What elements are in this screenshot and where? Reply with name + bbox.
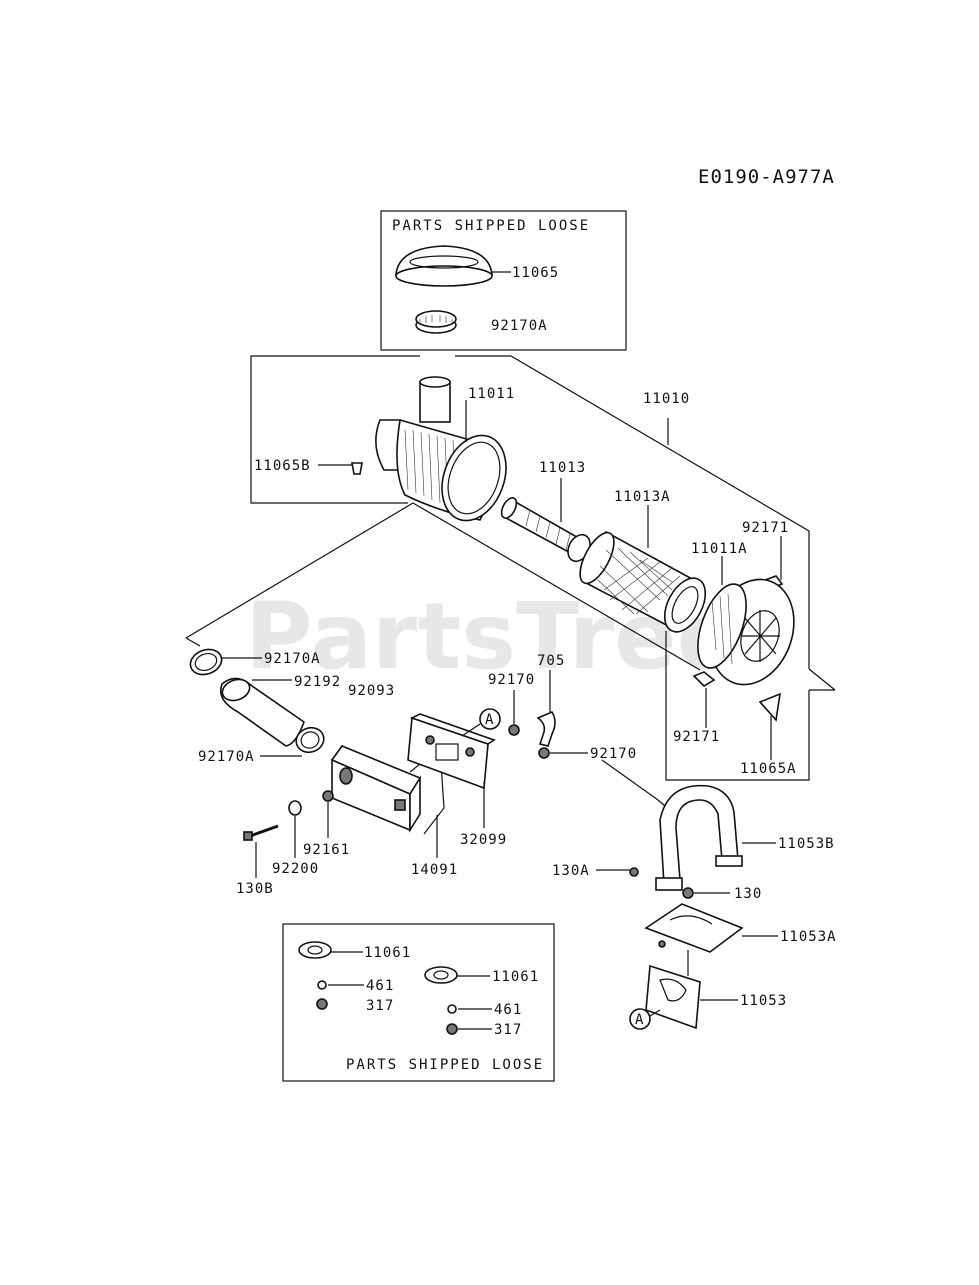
part-11053-gasket-plate[interactable] — [645, 950, 701, 1030]
label-11011A[interactable]: 11011A — [691, 541, 748, 557]
part-92200-washer[interactable] — [288, 800, 302, 816]
part-92170A-clamp-top[interactable] — [415, 310, 457, 334]
label-11013A[interactable]: 11013A — [614, 489, 671, 505]
callout-a-top: A — [485, 712, 494, 728]
label-461-a[interactable]: 461 — [366, 978, 394, 994]
bottom-loose-parts-box: PARTS SHIPPED LOOSE 11061 461 317 11061 … — [282, 923, 555, 1082]
part-705-elbow[interactable] — [536, 710, 556, 747]
part-11013-inner-element[interactable] — [499, 495, 595, 565]
label-130A[interactable]: 130A — [552, 863, 590, 879]
label-11053B[interactable]: 11053B — [778, 836, 835, 852]
part-11013A-outer-element[interactable] — [573, 528, 713, 639]
top-loose-box-title: PARTS SHIPPED LOOSE — [392, 218, 590, 234]
part-11053B-band[interactable] — [655, 784, 743, 891]
label-130[interactable]: 130 — [734, 886, 762, 902]
label-92192[interactable]: 92192 — [294, 674, 341, 690]
label-11053A[interactable]: 11053A — [780, 929, 837, 945]
label-92161[interactable]: 92161 — [303, 842, 350, 858]
callout-a-bottom-circle — [629, 1008, 651, 1030]
bottom-loose-box-title: PARTS SHIPPED LOOSE — [346, 1057, 544, 1073]
label-32099[interactable]: 32099 — [460, 832, 507, 848]
label-92171-bottom[interactable]: 92171 — [673, 729, 720, 745]
label-92171-top[interactable]: 92171 — [742, 520, 789, 536]
part-14091-inlet-duct[interactable] — [330, 745, 445, 835]
leader-callout-a-top — [461, 723, 481, 737]
label-461-b[interactable]: 461 — [494, 1002, 522, 1018]
part-11061-gasket-b[interactable] — [424, 966, 458, 984]
part-92170-nut-top[interactable] — [508, 724, 520, 736]
label-92200[interactable]: 92200 — [272, 861, 319, 877]
part-11065-cap[interactable] — [395, 245, 493, 287]
assembly-group-lines — [185, 355, 836, 781]
label-11013[interactable]: 11013 — [539, 460, 586, 476]
part-92161-nut[interactable] — [322, 790, 334, 802]
label-92170A-top[interactable]: 92170A — [491, 318, 548, 334]
label-92170-top[interactable]: 92170 — [488, 672, 535, 688]
diagram-code: E0190-A977A — [698, 166, 835, 188]
top-loose-box-frame — [380, 210, 627, 351]
part-11053A-plate[interactable] — [644, 903, 744, 953]
part-317-nut-a[interactable] — [316, 998, 328, 1010]
part-461-washer-a[interactable] — [317, 980, 327, 990]
label-92170-right[interactable]: 92170 — [590, 746, 637, 762]
part-130B-bolt[interactable] — [243, 824, 279, 841]
part-461-washer-b[interactable] — [447, 1004, 457, 1014]
part-317-nut-b[interactable] — [446, 1023, 458, 1035]
part-92192-hose[interactable] — [219, 676, 305, 747]
callout-a-top-circle — [479, 708, 501, 730]
label-11053[interactable]: 11053 — [740, 993, 787, 1009]
part-92170A-clamp-mid[interactable] — [293, 724, 328, 756]
label-11061-a[interactable]: 11061 — [364, 945, 411, 961]
label-11010[interactable]: 11010 — [643, 391, 690, 407]
part-92170-nut-right[interactable] — [538, 747, 550, 759]
label-92170A-left[interactable]: 92170A — [264, 651, 321, 667]
part-130-nut[interactable] — [682, 887, 694, 899]
label-130B[interactable]: 130B — [236, 881, 274, 897]
label-317-b[interactable]: 317 — [494, 1022, 522, 1038]
label-92093[interactable]: 92093 — [348, 683, 395, 699]
label-11065A[interactable]: 11065A — [740, 761, 797, 777]
label-11011[interactable]: 11011 — [468, 386, 515, 402]
label-11061-b[interactable]: 11061 — [492, 969, 539, 985]
part-11065A-dust-valve[interactable] — [758, 692, 782, 722]
part-11011A-cover[interactable] — [688, 568, 808, 697]
label-11065[interactable]: 11065 — [512, 265, 559, 281]
part-11061-gasket-a[interactable] — [298, 941, 332, 959]
part-92170A-clamp-left[interactable] — [187, 645, 225, 678]
label-92170A-mid[interactable]: 92170A — [198, 749, 255, 765]
label-317-a[interactable]: 317 — [366, 998, 394, 1014]
top-loose-parts-box: PARTS SHIPPED LOOSE 11065 92170A — [380, 210, 627, 351]
label-705[interactable]: 705 — [537, 653, 565, 669]
label-14091[interactable]: 14091 — [411, 862, 458, 878]
part-11011-air-cleaner-body[interactable] — [375, 376, 517, 530]
bottom-loose-box-frame — [282, 923, 555, 1082]
callout-a-bottom: A — [635, 1012, 644, 1028]
part-92171-clip-bottom[interactable] — [692, 671, 716, 688]
part-130A-bolt[interactable] — [629, 867, 639, 877]
leader-callout-a-bottom — [649, 1009, 661, 1017]
part-11065B-valve[interactable] — [351, 462, 363, 475]
bracket-group-line — [601, 759, 673, 813]
label-11065B[interactable]: 11065B — [254, 458, 311, 474]
